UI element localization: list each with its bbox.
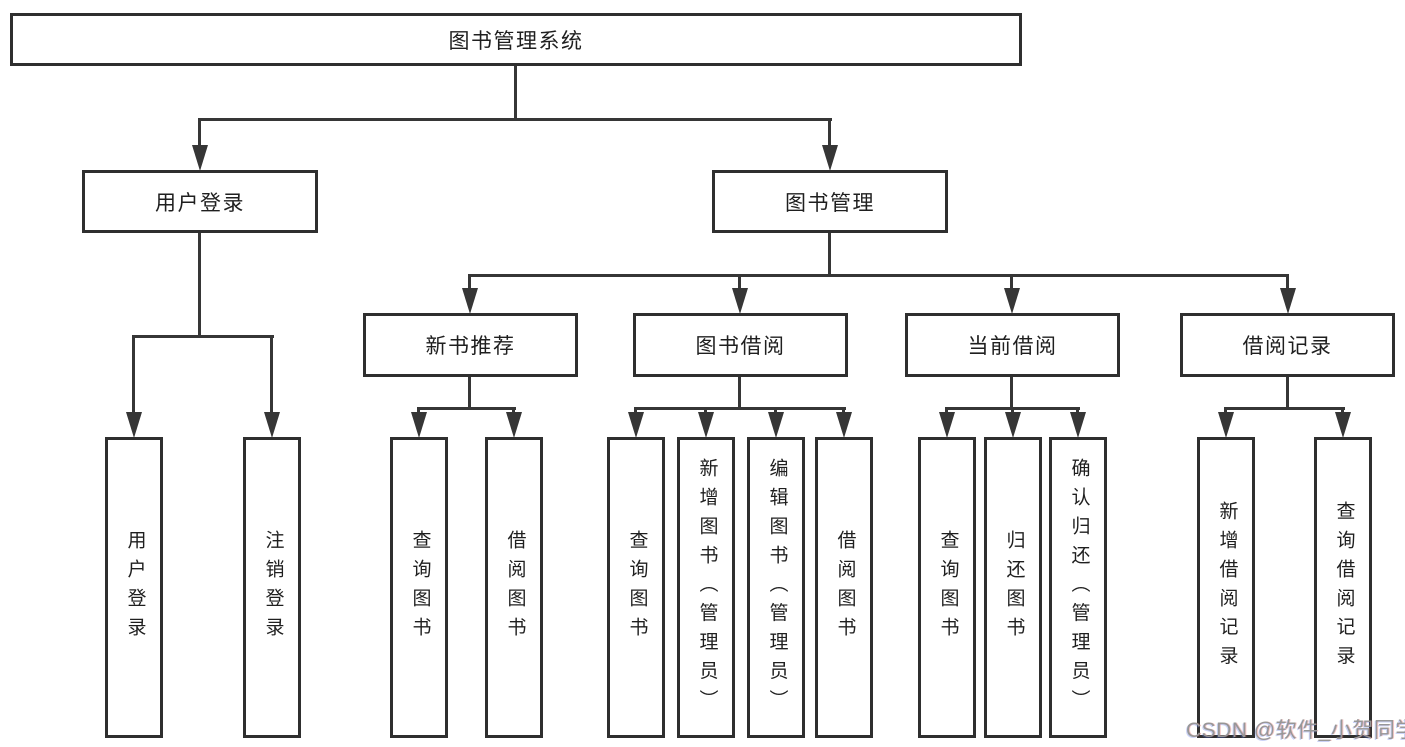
- node-current-borrowing-label: 当前借阅: [967, 335, 1058, 358]
- leaf-query-books-current-label: 查询图书: [937, 529, 959, 646]
- leaf-add-book-admin: 新增图书（管理员）: [677, 437, 735, 738]
- leaf-logout: 注销登录: [243, 437, 301, 738]
- connector-recommendation-hline: [417, 407, 516, 410]
- connector-user-login-hline: [132, 335, 274, 338]
- node-borrowing-records-label: 借阅记录: [1242, 335, 1333, 358]
- arrow-to-book-borrowing: [731, 274, 748, 314]
- node-user-login: 用户登录: [82, 170, 318, 233]
- leaf-borrow-books-recommend: 借阅图书: [485, 437, 543, 738]
- connector-root-hline: [198, 118, 832, 121]
- arrow-to-book-management: [821, 118, 838, 171]
- leaf-add-borrow-record-label: 新增借阅记录: [1216, 500, 1238, 675]
- arrow-to-borrowing-records: [1279, 274, 1296, 314]
- arrow-to-leaf-add-borrow-record: [1217, 407, 1234, 438]
- connector-book-management-hline: [468, 274, 1289, 277]
- leaf-user-login: 用户登录: [105, 437, 163, 738]
- connector-records-hline: [1224, 407, 1345, 410]
- leaf-user-login-label: 用户登录: [124, 529, 146, 646]
- node-new-book-recommendation: 新书推荐: [363, 313, 578, 377]
- arrow-to-leaf-edit-book-admin: [767, 407, 784, 438]
- connector-user-login-vline: [198, 233, 201, 338]
- leaf-query-books-recommend-label: 查询图书: [409, 529, 431, 646]
- arrow-to-current-borrowing: [1003, 274, 1020, 314]
- leaf-borrow-books-borrow-label: 借阅图书: [834, 529, 856, 646]
- arrow-to-leaf-return-book: [1004, 407, 1021, 438]
- node-root: 图书管理系统: [10, 13, 1022, 66]
- leaf-edit-book-admin-label: 编辑图书（管理员）: [766, 457, 788, 718]
- leaf-query-borrow-record: 查询借阅记录: [1314, 437, 1372, 738]
- arrow-to-new-book-recommendation: [461, 274, 478, 314]
- leaf-borrow-books-borrow: 借阅图书: [815, 437, 873, 738]
- node-user-login-label: 用户登录: [155, 191, 245, 215]
- leaf-query-borrow-record-label: 查询借阅记录: [1333, 500, 1355, 675]
- connector-borrowing-hline: [634, 407, 846, 410]
- arrow-to-leaf-query-books-current: [938, 407, 955, 438]
- leaf-confirm-return-admin-label: 确认归还（管理员）: [1068, 457, 1090, 718]
- arrow-to-leaf-query-books-borrow: [627, 407, 644, 438]
- leaf-add-book-admin-label: 新增图书（管理员）: [696, 457, 718, 718]
- leaf-confirm-return-admin: 确认归还（管理员）: [1049, 437, 1107, 738]
- leaf-query-books-borrow-label: 查询图书: [626, 529, 648, 646]
- node-root-label: 图书管理系统: [448, 29, 584, 53]
- arrow-to-leaf-borrow-books-recommend: [505, 407, 522, 438]
- arrow-to-leaf-confirm-return-admin: [1069, 407, 1086, 438]
- leaf-add-borrow-record: 新增借阅记录: [1197, 437, 1255, 738]
- arrow-to-leaf-borrow-books-borrow: [835, 407, 852, 438]
- node-book-management-label: 图书管理: [785, 191, 875, 215]
- node-new-book-recommendation-label: 新书推荐: [425, 335, 516, 358]
- connector-current-vline: [1010, 377, 1013, 410]
- node-book-borrowing: 图书借阅: [633, 313, 848, 377]
- leaf-edit-book-admin: 编辑图书（管理员）: [747, 437, 805, 738]
- leaf-return-book-label: 归还图书: [1003, 529, 1025, 646]
- leaf-return-book: 归还图书: [984, 437, 1042, 738]
- node-book-management: 图书管理: [712, 170, 948, 233]
- connector-root-vline: [514, 66, 517, 121]
- connector-records-vline: [1286, 377, 1289, 410]
- connector-book-management-vline: [828, 233, 831, 277]
- node-borrowing-records: 借阅记录: [1180, 313, 1395, 377]
- connector-borrowing-vline: [738, 377, 741, 410]
- arrow-to-leaf-logout: [263, 335, 280, 438]
- node-book-borrowing-label: 图书借阅: [695, 335, 786, 358]
- leaf-query-books-recommend: 查询图书: [390, 437, 448, 738]
- connector-recommendation-vline: [468, 377, 471, 410]
- arrow-to-leaf-query-borrow-record: [1334, 407, 1351, 438]
- node-current-borrowing: 当前借阅: [905, 313, 1120, 377]
- csdn-watermark: CSDN @软件_小贺同学: [1186, 719, 1405, 742]
- arrow-to-user-login: [191, 118, 208, 171]
- leaf-borrow-books-recommend-label: 借阅图书: [504, 529, 526, 646]
- arrow-to-leaf-user-login: [125, 335, 142, 438]
- arrow-to-leaf-add-book-admin: [697, 407, 714, 438]
- leaf-logout-label: 注销登录: [262, 529, 284, 646]
- leaf-query-books-current: 查询图书: [918, 437, 976, 738]
- arrow-to-leaf-query-books-recommend: [410, 407, 427, 438]
- leaf-query-books-borrow: 查询图书: [607, 437, 665, 738]
